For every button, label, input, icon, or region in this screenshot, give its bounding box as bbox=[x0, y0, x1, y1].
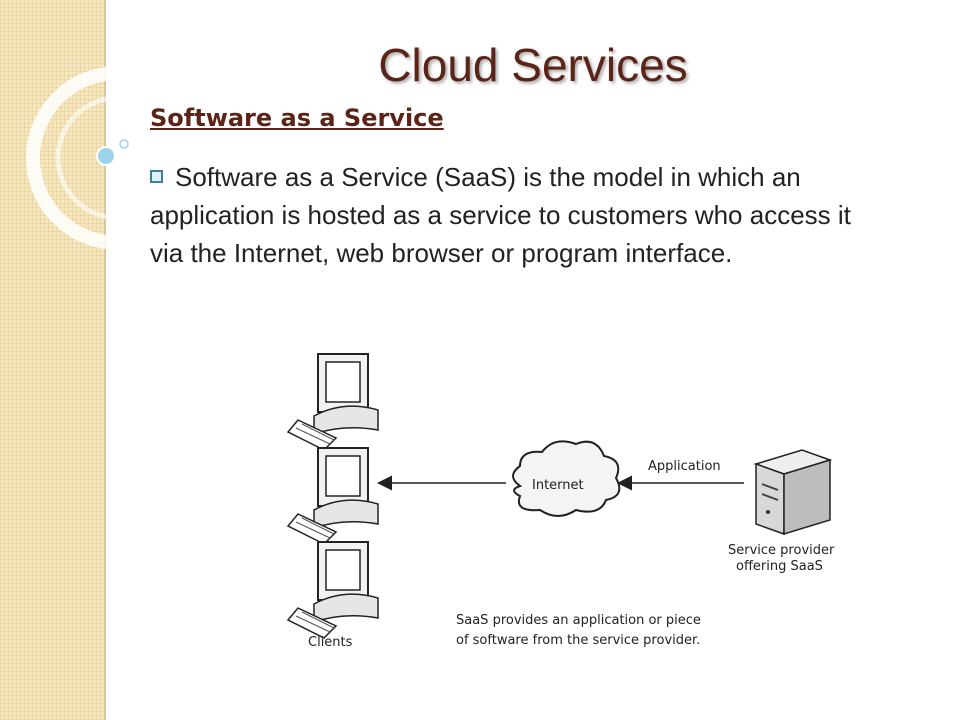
internet-label: Internet bbox=[532, 478, 584, 493]
diagram-caption-line2: of software from the service provider. bbox=[456, 633, 700, 648]
decorative-ring-inner bbox=[55, 95, 181, 221]
bullet-square-icon bbox=[150, 170, 163, 183]
saas-diagram: Internet Application Service provider of… bbox=[287, 353, 835, 650]
bullet-text: Software as a Service (SaaS) is the mode… bbox=[150, 162, 851, 268]
decorative-ring-outer bbox=[26, 66, 200, 250]
client-computer-3 bbox=[287, 541, 379, 639]
bullet-paragraph: Software as a Service (SaaS) is the mode… bbox=[150, 158, 870, 272]
slide-subtitle: Software as a Service bbox=[150, 104, 444, 132]
slide-title: Cloud Services bbox=[378, 39, 688, 91]
decorative-side-divider bbox=[104, 0, 106, 720]
decorative-dot-small bbox=[119, 139, 129, 149]
server-icon bbox=[753, 449, 833, 536]
service-provider-label-line2: offering SaaS bbox=[736, 559, 823, 574]
application-label: Application bbox=[648, 459, 721, 474]
diagram-caption-line1: SaaS provides an application or piece bbox=[456, 613, 701, 628]
decorative-dot-large bbox=[96, 146, 116, 166]
decorative-circles bbox=[26, 66, 200, 250]
clients-label: Clients bbox=[308, 635, 353, 650]
client-computer-1 bbox=[287, 353, 379, 451]
internet-cloud-icon bbox=[512, 440, 621, 517]
decorative-side-strip bbox=[0, 0, 104, 720]
service-provider-label-line1: Service provider bbox=[728, 543, 835, 558]
client-computer-2 bbox=[287, 447, 379, 545]
